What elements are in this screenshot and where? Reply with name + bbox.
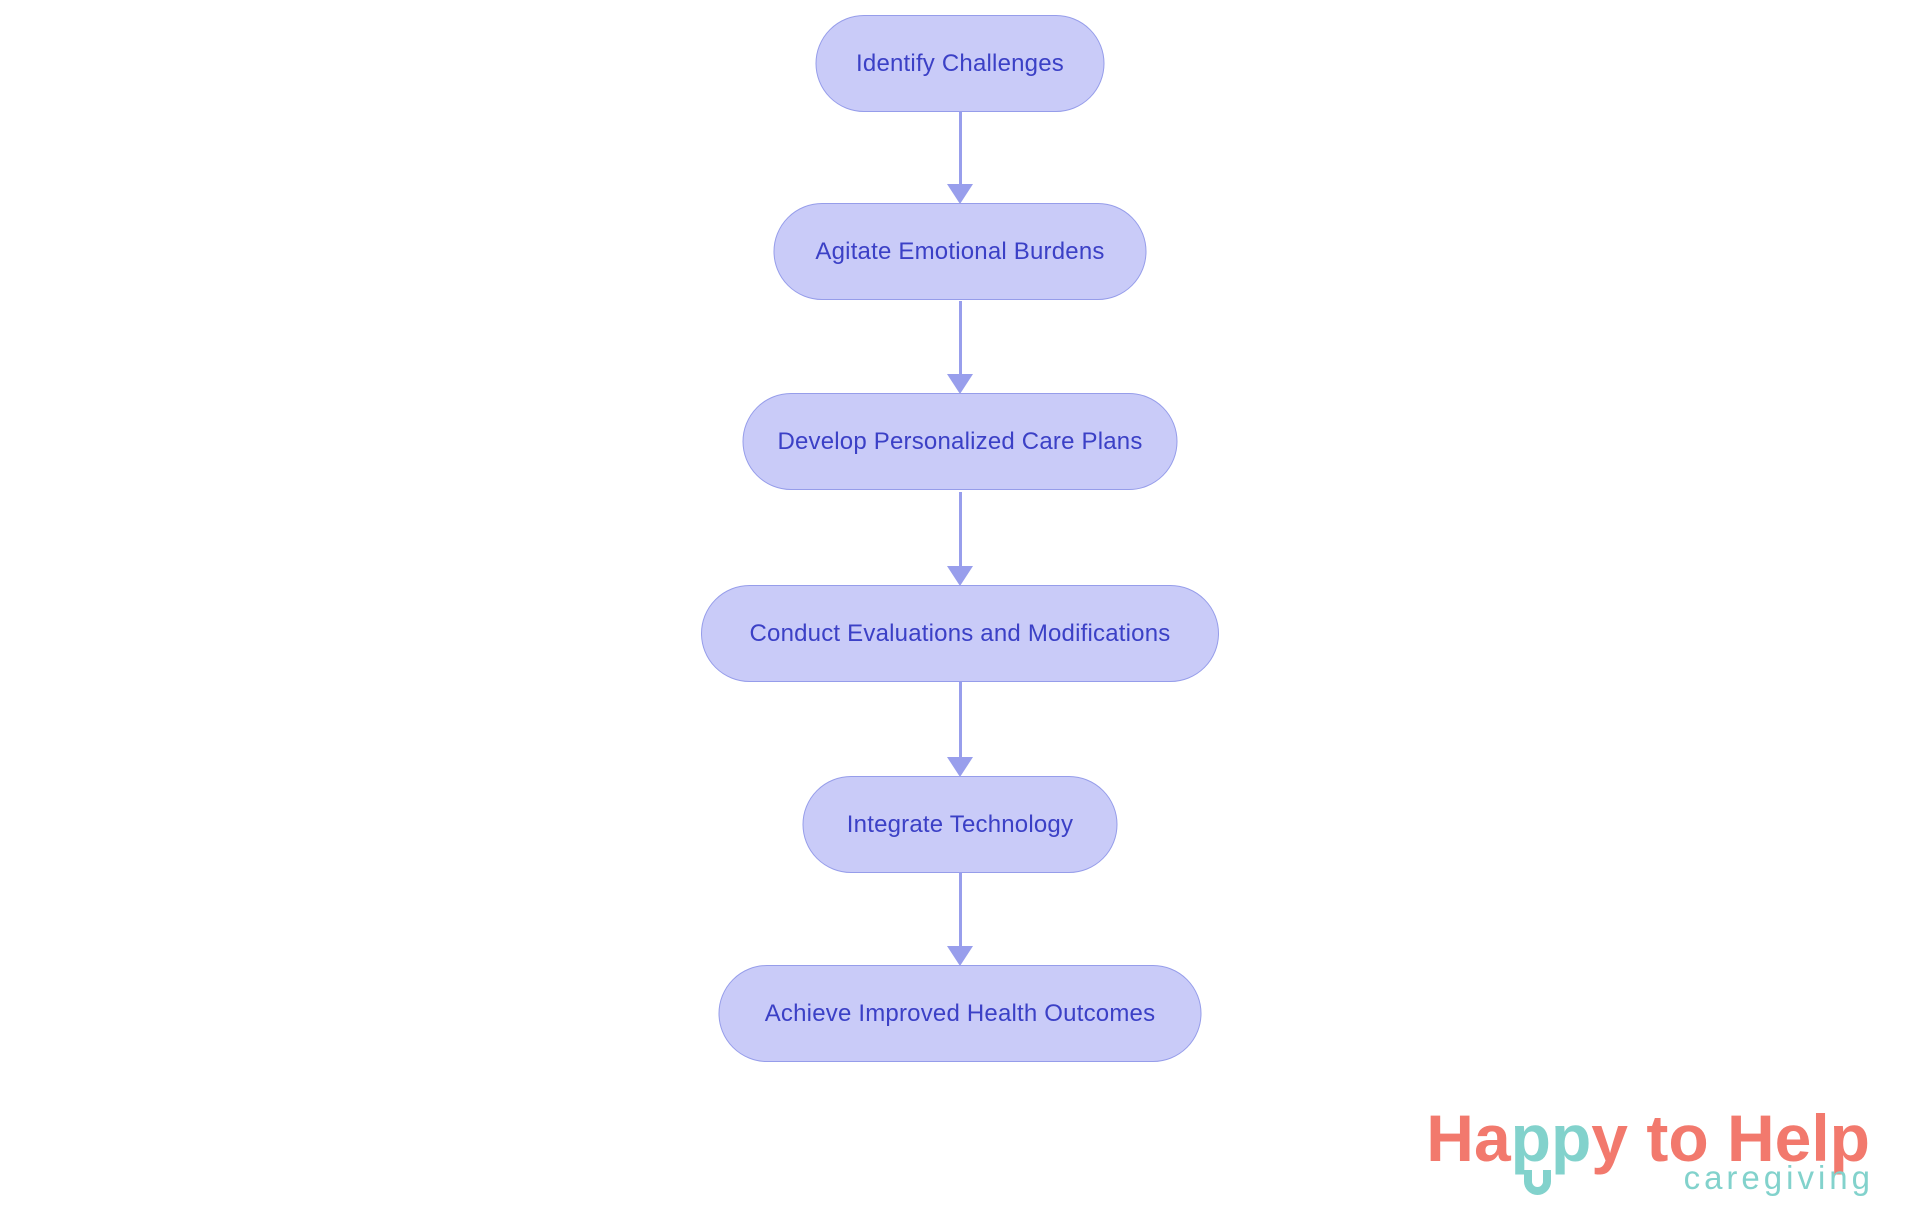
flow-node-agitate-emotional-burdens: Agitate Emotional Burdens — [773, 203, 1147, 300]
flow-arrow-1 — [947, 111, 973, 204]
flow-arrow-3 — [947, 492, 973, 586]
logo-title-segment: y to Help — [1591, 1101, 1870, 1175]
logo-title-segment: pp — [1510, 1101, 1592, 1175]
arrow-line — [958, 682, 962, 757]
happy-to-help-logo: Happy to Help caregiving — [1420, 1105, 1870, 1197]
smile-icon — [1524, 1170, 1551, 1195]
logo-title-segment: Ha — [1426, 1101, 1511, 1175]
arrow-head-icon — [947, 184, 973, 204]
flow-node-label: Identify Challenges — [856, 49, 1064, 77]
flow-node-develop-personalized-care-plans: Develop Personalized Care Plans — [742, 393, 1178, 490]
flow-node-achieve-improved-health-outcomes: Achieve Improved Health Outcomes — [718, 965, 1202, 1062]
logo-subtitle: caregiving — [1683, 1159, 1874, 1196]
arrow-line — [958, 111, 962, 184]
arrow-line — [958, 492, 962, 566]
flow-node-integrate-technology: Integrate Technology — [802, 776, 1118, 873]
flow-node-identify-challenges: Identify Challenges — [815, 15, 1105, 112]
flow-arrow-4 — [947, 682, 973, 777]
arrow-line — [958, 301, 962, 374]
flow-node-label: Conduct Evaluations and Modifications — [749, 619, 1171, 647]
arrow-head-icon — [947, 566, 973, 586]
flow-arrow-2 — [947, 301, 973, 394]
flow-arrow-5 — [947, 872, 973, 966]
flow-node-label: Develop Personalized Care Plans — [777, 427, 1143, 455]
flow-node-label: Achieve Improved Health Outcomes — [764, 999, 1156, 1027]
logo-title: Happy to Help — [1420, 1105, 1870, 1171]
flow-node-label: Agitate Emotional Burdens — [815, 237, 1105, 265]
flow-node-conduct-evaluations-and-modifications: Conduct Evaluations and Modifications — [701, 585, 1219, 682]
flow-node-label: Integrate Technology — [846, 810, 1074, 838]
arrow-line — [958, 872, 962, 946]
arrow-head-icon — [947, 757, 973, 777]
arrow-head-icon — [947, 374, 973, 394]
arrow-head-icon — [947, 946, 973, 966]
